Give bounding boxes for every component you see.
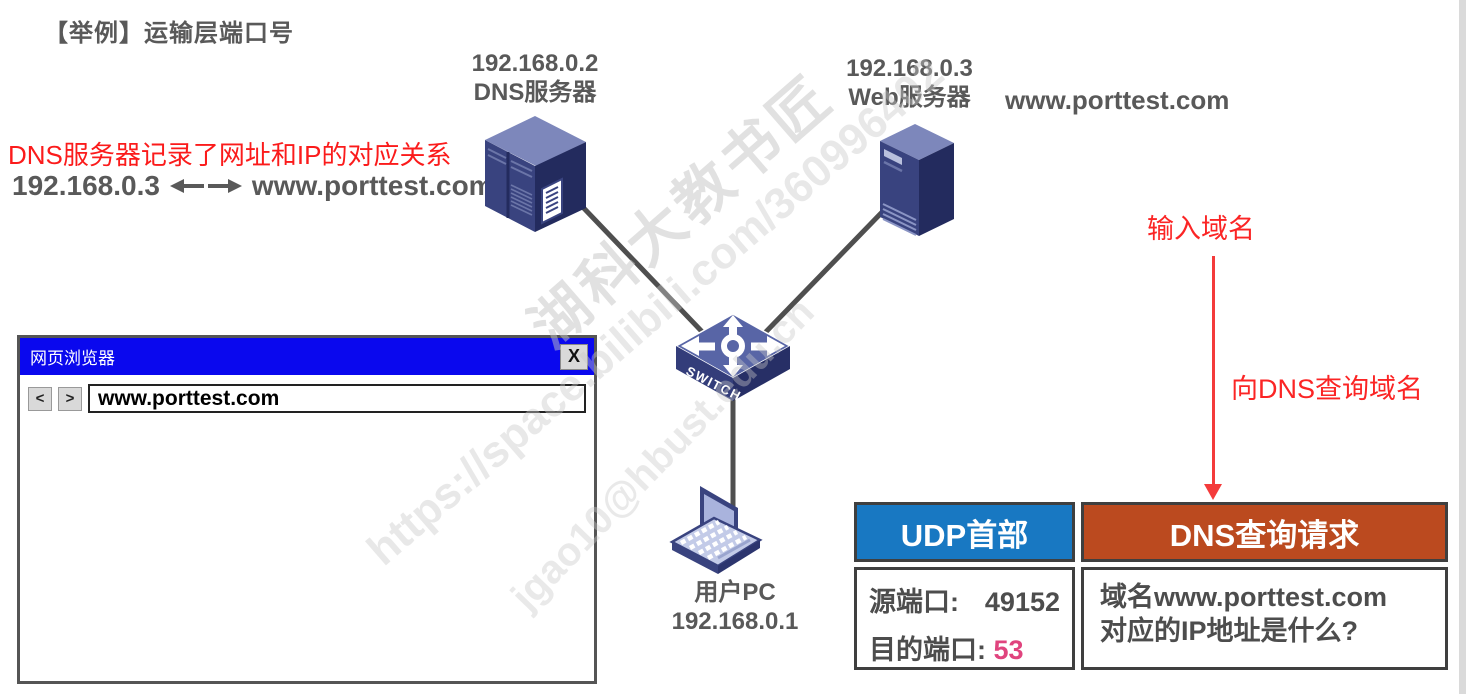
dns-server-icon <box>485 116 586 232</box>
back-icon[interactable]: < <box>28 386 52 411</box>
dns-server-label: 192.168.0.2 DNS服务器 <box>440 49 630 107</box>
web-server-domain: www.porttest.com <box>1005 85 1230 115</box>
mapping-domain: www.porttest.com <box>251 170 494 201</box>
bidirectional-arrow-icon <box>169 179 242 193</box>
mapping-ip: 192.168.0.3 <box>12 170 160 201</box>
dns-query-line2: 对应的IP地址是什么? <box>1100 616 1359 646</box>
laptop-icon <box>669 486 763 574</box>
dns-server-name: DNS服务器 <box>473 79 597 106</box>
query-dns-note: 向DNS查询域名 <box>1231 374 1424 404</box>
switch-icon: SWITCH <box>674 313 792 404</box>
web-server-icon <box>880 124 954 236</box>
user-pc-ip: 192.168.0.1 <box>671 608 799 635</box>
browser-toolbar: < > <box>20 375 594 413</box>
src-port-value: 49152 <box>984 587 1060 617</box>
address-bar-input[interactable] <box>88 384 586 413</box>
forward-icon[interactable]: > <box>58 386 82 411</box>
ip-domain-mapping: 192.168.0.3 www.porttest.com <box>12 170 494 202</box>
user-pc-label: 用户PC 192.168.0.1 <box>650 578 820 636</box>
packet-table: UDP首部 DNS查询请求 源端口: 49152 目的端口: 53 域名www.… <box>854 502 1448 670</box>
dst-port-label: 目的端口: <box>869 635 986 665</box>
dns-query-cell: 域名www.porttest.com 对应的IP地址是什么? <box>1081 567 1448 670</box>
web-server-label: 192.168.0.3 Web服务器 <box>822 54 997 112</box>
right-edge-strip <box>1459 0 1466 694</box>
dst-port-value: 53 <box>993 635 1024 665</box>
dns-query-line1: 域名www.porttest.com <box>1100 582 1388 612</box>
page-title: 【举例】运输层端口号 <box>44 20 294 47</box>
down-arrow-icon <box>1212 256 1215 486</box>
browser-window: 网页浏览器 X < > <box>17 335 597 684</box>
input-domain-note: 输入域名 <box>1147 214 1255 244</box>
web-server-name: Web服务器 <box>848 84 971 111</box>
browser-title: 网页浏览器 <box>30 349 115 368</box>
web-server-ip: 192.168.0.3 <box>846 55 973 82</box>
dns-header-cell: DNS查询请求 <box>1081 502 1448 562</box>
browser-titlebar: 网页浏览器 X <box>20 338 594 375</box>
udp-ports-cell: 源端口: 49152 目的端口: 53 <box>854 567 1075 670</box>
user-pc-name: 用户PC <box>694 579 776 606</box>
down-arrow-head-icon <box>1204 484 1222 500</box>
udp-header-cell: UDP首部 <box>854 502 1075 562</box>
src-port-label: 源端口: <box>869 587 959 617</box>
dns-server-ip: 192.168.0.2 <box>471 50 599 77</box>
dns-mapping-note: DNS服务器记录了网址和IP的对应关系 <box>8 140 452 170</box>
close-icon[interactable]: X <box>560 343 588 370</box>
